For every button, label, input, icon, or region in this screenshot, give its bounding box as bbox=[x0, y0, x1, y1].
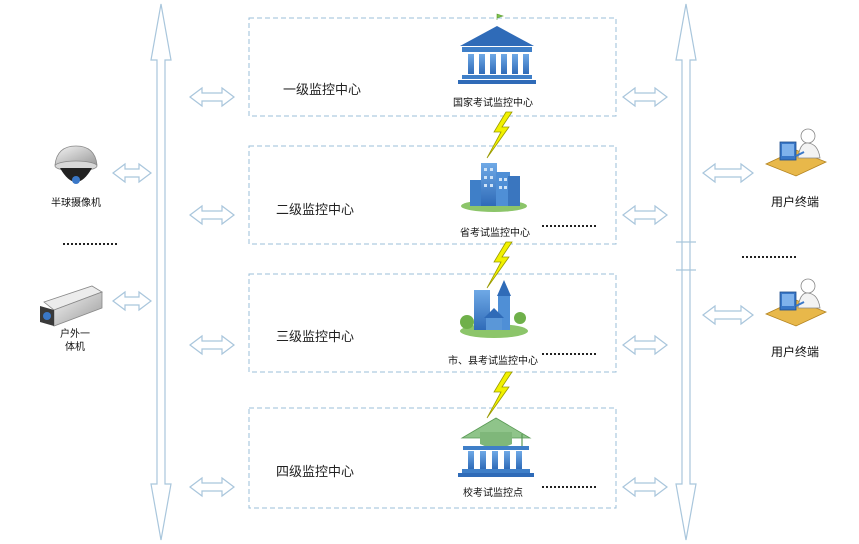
right-vertical-bus-arrow bbox=[675, 3, 697, 541]
double-arrow-icon bbox=[622, 204, 668, 226]
ellipsis-dots bbox=[63, 225, 797, 488]
dome-camera-label: 半球摄像机 bbox=[51, 198, 101, 209]
user-terminal-icon bbox=[764, 278, 828, 327]
level-3-center-label: 市、县考试监控中心 bbox=[448, 356, 538, 367]
level-3-box bbox=[248, 273, 617, 373]
double-arrow-icon bbox=[702, 304, 754, 326]
double-arrow-icon bbox=[112, 162, 152, 184]
level-1-title: 一级监控中心 bbox=[283, 83, 362, 98]
level-2-center-label: 省考试监控中心 bbox=[460, 228, 530, 239]
school-building-icon bbox=[458, 417, 534, 477]
user-terminal-label: 用户终端 bbox=[771, 345, 820, 359]
level-2-title: 二级监控中心 bbox=[276, 203, 355, 218]
government-building-icon bbox=[458, 13, 536, 84]
level-1-center-label: 国家考试监控中心 bbox=[453, 98, 533, 109]
level-1-box bbox=[248, 17, 617, 117]
double-arrow-icon bbox=[189, 204, 235, 226]
level-2-box bbox=[248, 145, 617, 245]
level-3-title: 三级监控中心 bbox=[276, 330, 355, 345]
link-arrows bbox=[112, 86, 754, 498]
city-buildings-icon bbox=[461, 163, 527, 212]
double-arrow-icon bbox=[622, 476, 668, 498]
lightning-icon bbox=[486, 111, 513, 159]
user-terminal-label: 用户终端 bbox=[771, 195, 820, 209]
double-arrow-icon bbox=[189, 334, 235, 356]
lightning-links bbox=[486, 111, 513, 419]
double-arrow-icon bbox=[189, 86, 235, 108]
level-4-box bbox=[248, 407, 617, 509]
level-boxes bbox=[248, 17, 617, 509]
double-arrow-icon bbox=[112, 290, 152, 312]
double-arrow-icon bbox=[622, 86, 668, 108]
level-4-title: 四级监控中心 bbox=[276, 465, 355, 480]
lightning-icon bbox=[486, 371, 513, 419]
level-4-center-label: 校考试监控点 bbox=[463, 488, 523, 499]
lightning-icon bbox=[486, 241, 513, 289]
double-arrow-icon bbox=[622, 334, 668, 356]
double-arrow-icon bbox=[702, 162, 754, 184]
outdoor-camera-label: 户外一 体机 bbox=[60, 329, 90, 353]
outdoor-camera-icon bbox=[40, 285, 103, 327]
double-arrow-icon bbox=[189, 476, 235, 498]
user-terminal-icon bbox=[764, 128, 828, 177]
left-vertical-bus-arrow bbox=[150, 3, 172, 541]
town-buildings-icon bbox=[460, 280, 528, 338]
dome-camera-icon bbox=[54, 145, 98, 184]
